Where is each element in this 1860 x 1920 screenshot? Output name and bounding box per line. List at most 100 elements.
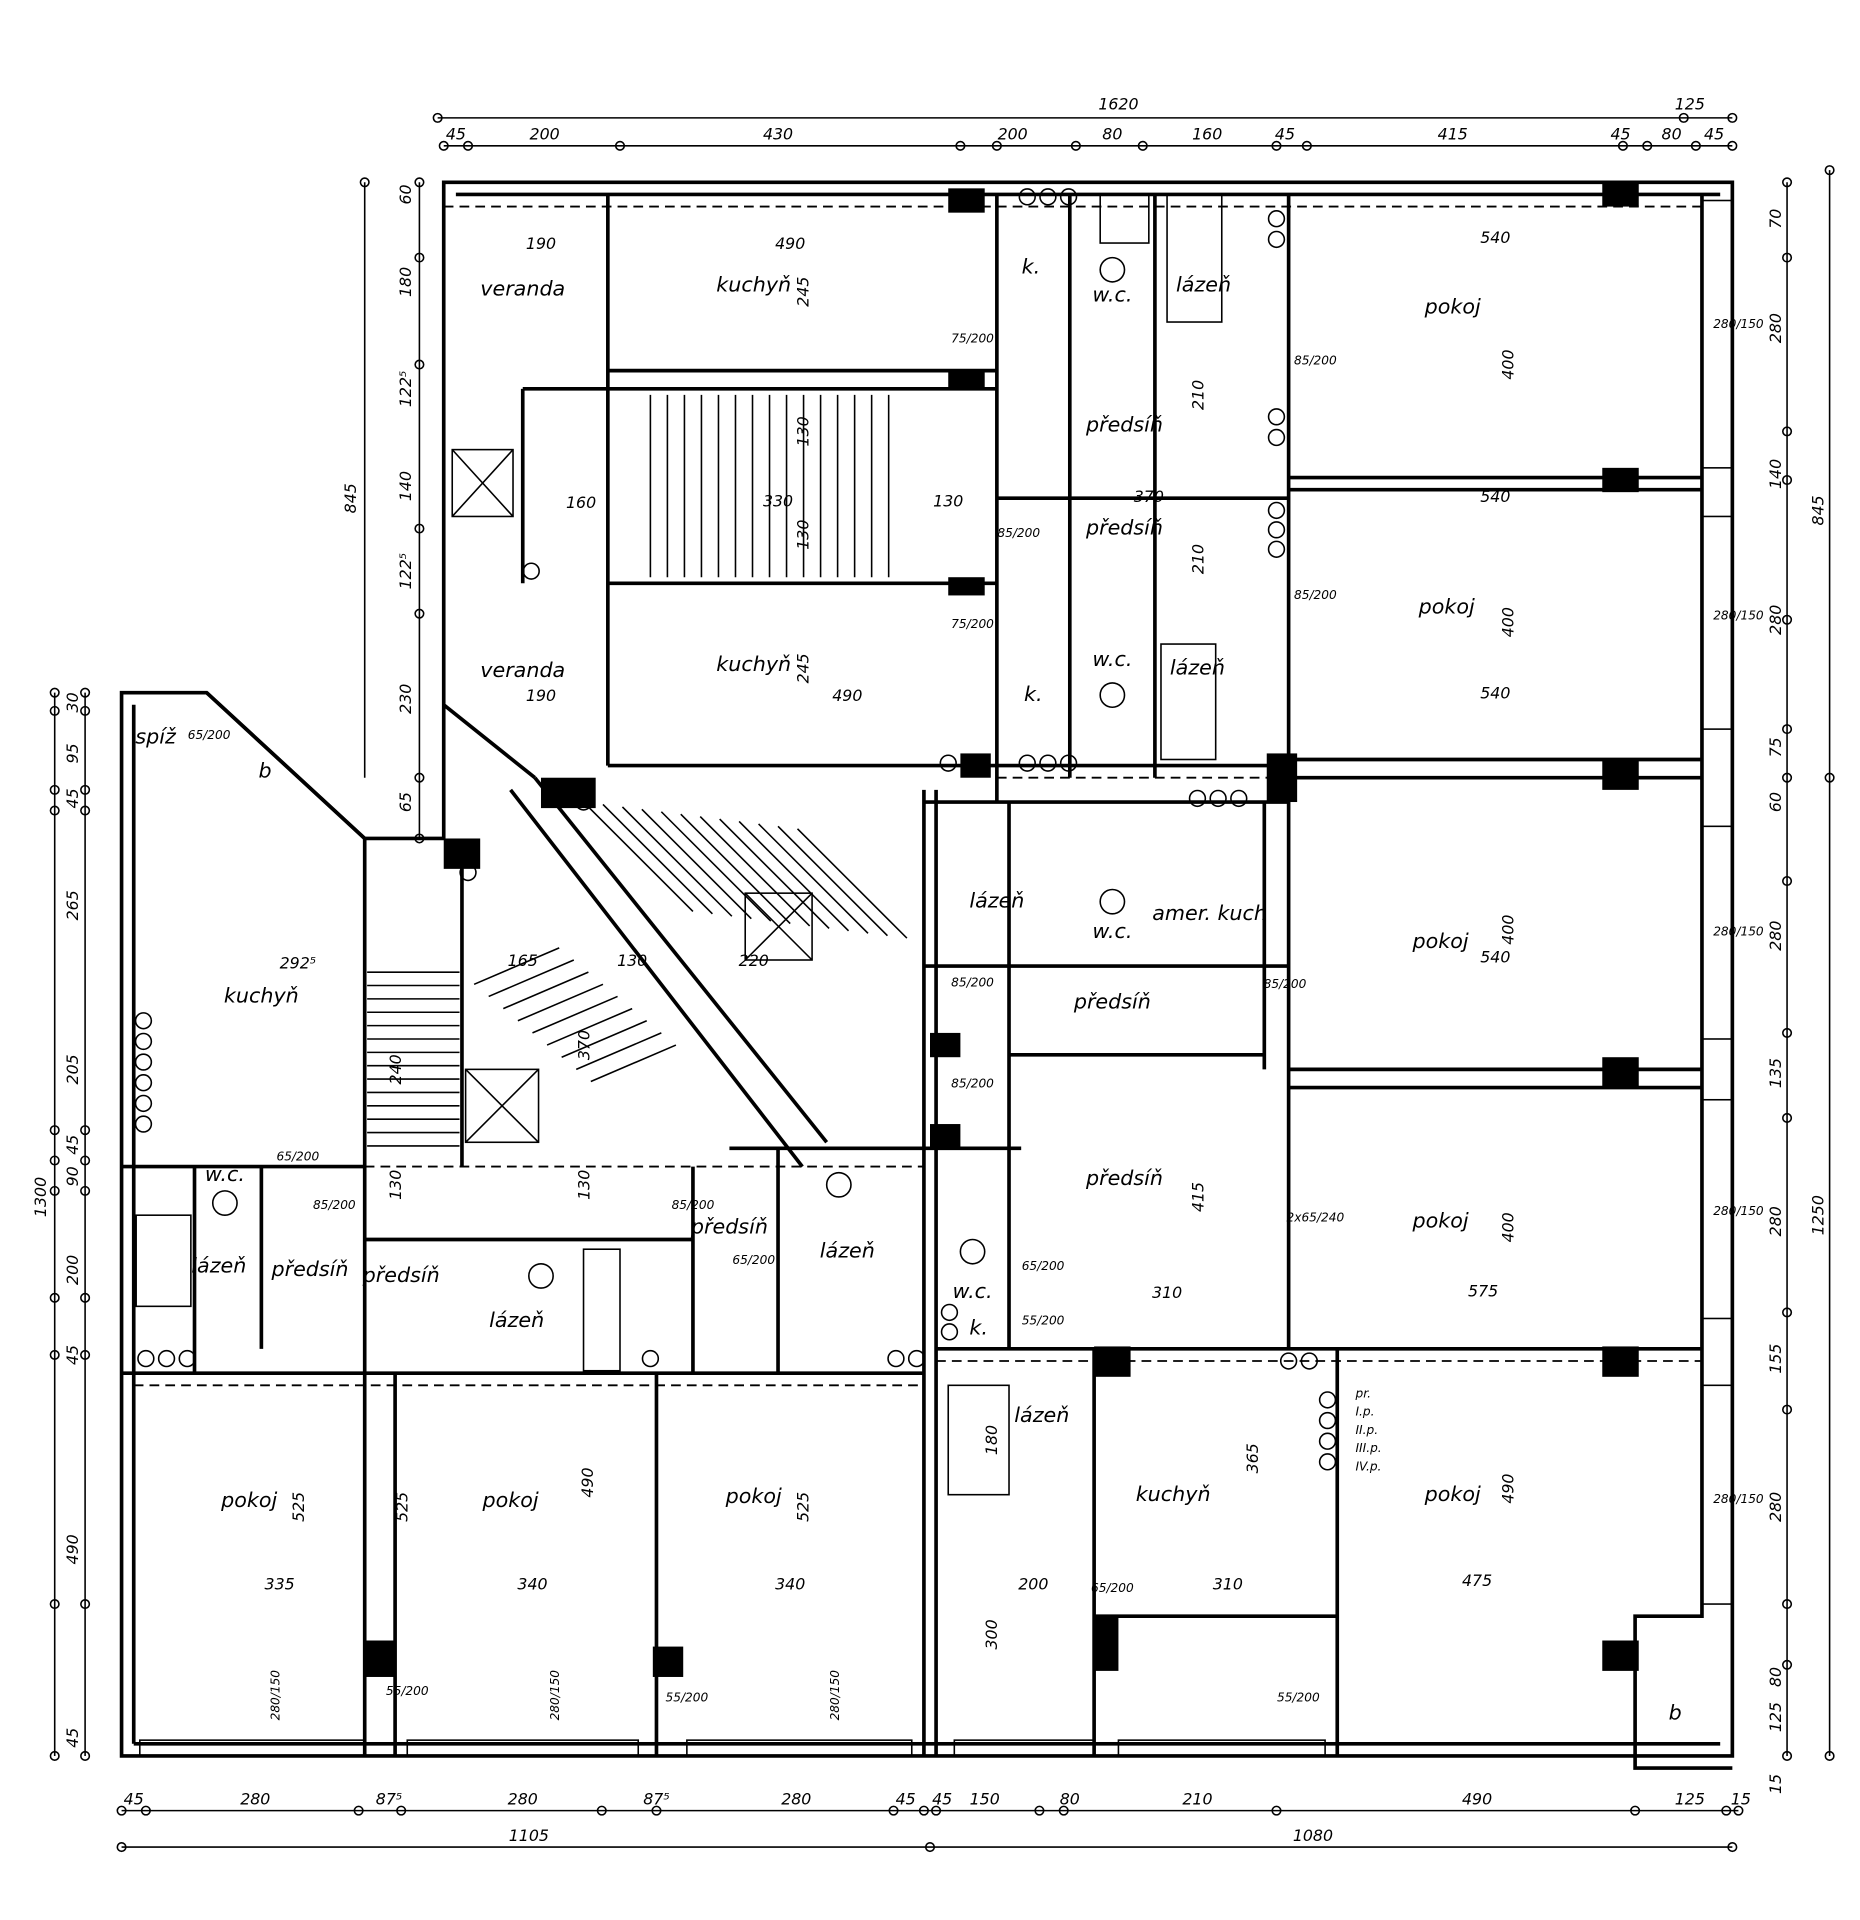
chimney-label-group: pr. I.p. II.p. III.p. IV.p. bbox=[1354, 1386, 1381, 1473]
room-label: kuchyň bbox=[224, 984, 299, 1008]
dimension-tick bbox=[596, 1805, 607, 1816]
dimension-tick bbox=[49, 1599, 60, 1610]
room-label: lázeň bbox=[820, 1239, 875, 1263]
dimension-tick bbox=[651, 1805, 662, 1816]
dimension-tick bbox=[931, 1805, 942, 1816]
dimension-label: 415 bbox=[1189, 1182, 1208, 1212]
dimension-label: 95 bbox=[63, 743, 82, 763]
dimension-label: 240 bbox=[386, 1054, 405, 1084]
room-label: pokoj bbox=[1412, 929, 1469, 953]
dimension-label: 210 bbox=[1189, 544, 1208, 574]
chimney-flue bbox=[1230, 789, 1248, 808]
pillar bbox=[930, 1032, 961, 1058]
dimension-tick bbox=[1727, 112, 1738, 123]
stair-step bbox=[590, 1044, 677, 1083]
window-label: 280/150 bbox=[548, 1670, 562, 1721]
stair-step bbox=[582, 801, 694, 912]
chimney-flue bbox=[157, 1349, 176, 1368]
dimension-label: 370 bbox=[575, 1030, 594, 1060]
dimension-tick bbox=[1642, 140, 1653, 151]
dimension-label: 265 bbox=[63, 890, 82, 920]
chimney-flue bbox=[134, 1094, 153, 1113]
dimension-tick bbox=[80, 1155, 91, 1166]
lift-shaft bbox=[464, 1068, 540, 1144]
chimney-flue bbox=[1059, 754, 1078, 772]
dimension-label: 1620 bbox=[1098, 94, 1138, 113]
dimension-label: 15 bbox=[1731, 1790, 1751, 1809]
chimney-flue bbox=[1267, 230, 1286, 249]
dimension-tick bbox=[1034, 1805, 1045, 1816]
chimney-flue bbox=[940, 1303, 959, 1322]
dimension-label: 45 bbox=[63, 1728, 82, 1748]
dimension-label: 300 bbox=[982, 1619, 1001, 1649]
dimension-label: 80 bbox=[1662, 125, 1682, 144]
dimension-label: 845 bbox=[341, 483, 360, 513]
dimension-tick bbox=[924, 1842, 936, 1853]
pillar bbox=[930, 1124, 961, 1149]
bathtub bbox=[947, 1384, 1010, 1496]
dimension-tick bbox=[1630, 1805, 1641, 1816]
chimney-flue bbox=[1318, 1453, 1337, 1471]
pillar bbox=[1602, 467, 1639, 493]
window bbox=[1701, 515, 1734, 730]
room-label: spíž bbox=[135, 725, 177, 749]
dimension-label: 75 bbox=[1766, 737, 1785, 757]
chimney-flue bbox=[574, 793, 593, 811]
window bbox=[1701, 825, 1734, 1040]
pillar bbox=[1094, 1616, 1119, 1671]
dimension-label: 65 bbox=[396, 792, 415, 812]
dimension-label: 87⁵ bbox=[376, 1790, 402, 1809]
window bbox=[1701, 1384, 1734, 1605]
room-label: w.c. bbox=[205, 1162, 245, 1186]
chimney-flue bbox=[1018, 188, 1036, 206]
dimension-label: 365 bbox=[1243, 1443, 1262, 1473]
dimension-label: 190 bbox=[526, 686, 556, 705]
room-label: předsíň bbox=[1085, 1166, 1163, 1190]
dimension-label: 125 bbox=[1766, 1702, 1785, 1732]
stair-step bbox=[719, 818, 830, 929]
toilet bbox=[1099, 888, 1126, 915]
room-label: b bbox=[1669, 1700, 1682, 1724]
chimney-label: pr. bbox=[1354, 1386, 1370, 1400]
dimension-tick bbox=[49, 1155, 60, 1166]
lift-cross bbox=[744, 892, 813, 961]
dimension-tick bbox=[414, 359, 425, 370]
dimension-tick bbox=[1824, 1750, 1835, 1761]
window-label: 280/150 bbox=[269, 1670, 283, 1721]
pillar bbox=[1602, 182, 1639, 207]
dimension-tick bbox=[918, 1805, 929, 1816]
dimension-tick bbox=[1782, 1027, 1793, 1038]
dimension-label: 1080 bbox=[1293, 1826, 1333, 1845]
dimension-tick bbox=[1782, 614, 1793, 625]
dimension-label: 15 bbox=[1766, 1774, 1785, 1794]
dimension-tick bbox=[1782, 875, 1793, 887]
dimension-tick bbox=[1271, 140, 1282, 151]
lift-shaft bbox=[451, 448, 514, 518]
dimension-label: 130 bbox=[386, 1170, 405, 1200]
dimension-label: 135 bbox=[1766, 1058, 1785, 1088]
room-label: w.c. bbox=[953, 1279, 993, 1303]
dimension-label: 280 bbox=[781, 1790, 811, 1809]
chimney-label: III.p. bbox=[1355, 1441, 1381, 1455]
dimension-label: 60 bbox=[396, 184, 415, 204]
dimension-label: 280 bbox=[508, 1790, 538, 1809]
dimension-tick bbox=[49, 1349, 60, 1360]
dimension-label: 130 bbox=[575, 1170, 594, 1200]
bathtub bbox=[135, 1214, 192, 1308]
room-label: předsíň bbox=[690, 1214, 768, 1238]
dimension-label: 140 bbox=[396, 471, 415, 501]
stair-step bbox=[502, 971, 589, 1010]
chimney-label: II.p. bbox=[1355, 1423, 1378, 1437]
dimension-label: 200 bbox=[998, 125, 1028, 144]
door-dimension-label: 85/200 bbox=[1264, 977, 1307, 991]
door-dimension-label: 85/200 bbox=[313, 1198, 356, 1212]
room-label: předsíň bbox=[1085, 412, 1163, 436]
dimension-tick bbox=[414, 252, 425, 263]
window bbox=[406, 1739, 640, 1757]
interior-wall bbox=[509, 788, 804, 1168]
window bbox=[953, 1739, 1095, 1757]
dimension-label: 540 bbox=[1480, 228, 1510, 247]
window-label: 280/150 bbox=[1713, 317, 1764, 331]
dimension-label: 525 bbox=[392, 1492, 411, 1522]
dimension-label: 180 bbox=[982, 1425, 1001, 1455]
